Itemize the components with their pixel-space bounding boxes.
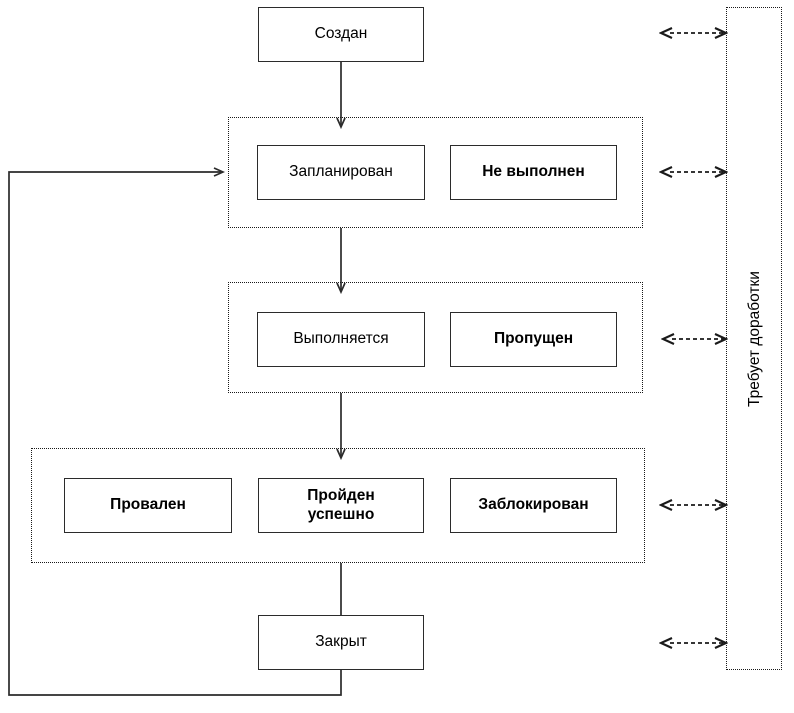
node-blocked[interactable]: Заблокирован: [450, 478, 617, 533]
node-not-done-label: Не выполнен: [482, 163, 585, 181]
node-created-label: Создан: [314, 25, 368, 43]
node-skipped-label: Пропущен: [493, 330, 574, 348]
group-progress-container: [228, 282, 643, 393]
node-failed[interactable]: Провален: [64, 478, 232, 533]
arrow-closed-loopback: [8, 172, 342, 696]
node-created[interactable]: Создан: [258, 7, 424, 62]
rework-label: Требует доработки: [746, 271, 763, 407]
group-results-container: [31, 448, 645, 563]
group-planned-container: [228, 117, 643, 228]
node-failed-label: Провален: [110, 496, 186, 514]
node-closed-label: Закрыт: [315, 633, 367, 651]
node-blocked-label: Заблокирован: [478, 496, 589, 514]
node-planned[interactable]: Запланирован: [257, 145, 425, 200]
node-in-progress[interactable]: Выполняется: [257, 312, 425, 367]
node-skipped[interactable]: Пропущен: [450, 312, 617, 367]
node-passed[interactable]: Пройден успешно: [258, 478, 424, 533]
node-not-done[interactable]: Не выполнен: [450, 145, 617, 200]
node-in-progress-label: Выполняется: [293, 330, 389, 348]
node-planned-label: Запланирован: [289, 163, 393, 181]
node-closed[interactable]: Закрыт: [258, 615, 424, 670]
node-passed-label: Пройден успешно: [307, 486, 375, 523]
